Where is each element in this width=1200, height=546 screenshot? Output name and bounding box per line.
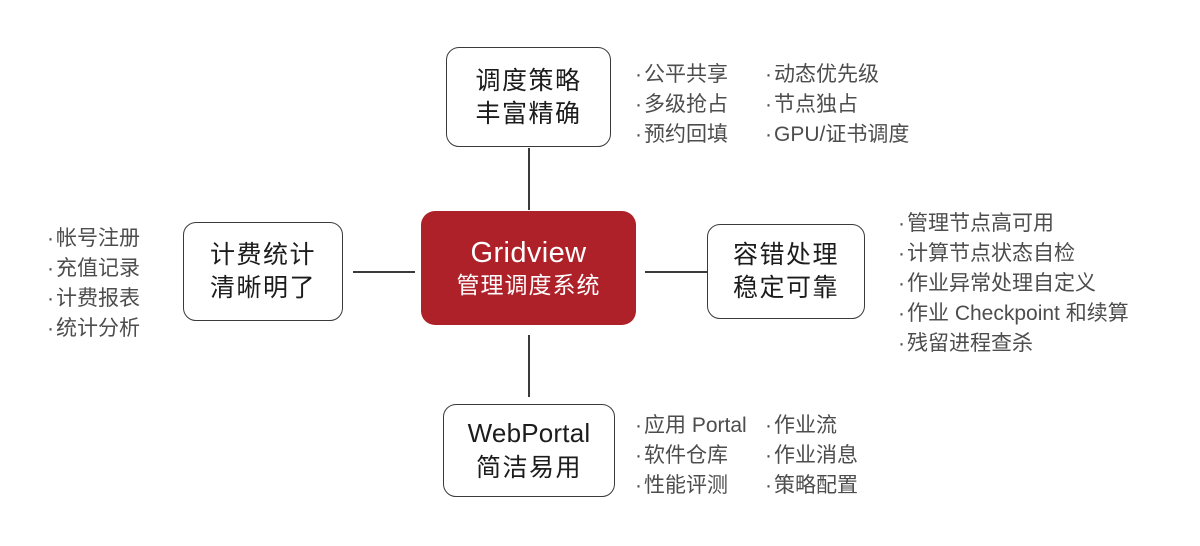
list-item-label: 节点独占 — [774, 93, 858, 116]
node-gridview-subtitle: 管理调度系统 — [456, 272, 601, 299]
list-item: ·公平共享 — [635, 60, 765, 90]
bullet-dot-icon: · — [898, 242, 905, 265]
connector-center-to-top — [528, 148, 530, 210]
list-item-label: 残留进程查杀 — [907, 332, 1033, 355]
bullets-fault-tolerance: ·管理节点高可用 ·计算节点状态自检 ·作业异常处理自定义 ·作业 Checkp… — [898, 209, 1129, 359]
bullets-scheduling-policy-col2: ·动态优先级 ·节点独占 ·GPU/证书调度 — [765, 60, 909, 150]
node-fault-tolerance-line1: 容错处理 — [732, 241, 839, 269]
bullet-dot-icon: · — [47, 287, 54, 310]
list-item: ·软件仓库 — [635, 441, 765, 471]
bullets-billing-statistics: ·帐号注册 ·充值记录 ·计费报表 ·统计分析 — [47, 224, 140, 344]
list-item-label: 作业 Checkpoint 和续算 — [907, 302, 1129, 325]
bullet-dot-icon: · — [765, 93, 772, 116]
bullet-dot-icon: · — [635, 444, 642, 467]
list-item: ·统计分析 — [47, 314, 140, 344]
bullet-dot-icon: · — [765, 63, 772, 86]
bullet-dot-icon: · — [635, 93, 642, 116]
bullet-dot-icon: · — [47, 257, 54, 280]
list-item-label: 动态优先级 — [774, 63, 879, 86]
list-item-label: 管理节点高可用 — [907, 212, 1054, 235]
list-item-label: 软件仓库 — [644, 444, 728, 467]
node-webportal-line1: WebPortal — [467, 418, 591, 449]
list-item: ·作业流 — [765, 411, 858, 441]
list-item: ·管理节点高可用 — [898, 209, 1129, 239]
bullet-dot-icon: · — [765, 444, 772, 467]
bullets-webportal-col2: ·作业流 ·作业消息 ·策略配置 — [765, 411, 858, 501]
connector-center-to-bottom — [528, 335, 530, 397]
list-item: ·应用 Portal — [635, 411, 765, 441]
list-item: ·动态优先级 — [765, 60, 909, 90]
list-item: ·作业异常处理自定义 — [898, 269, 1129, 299]
list-item-label: 充值记录 — [56, 257, 140, 280]
list-item-label: 统计分析 — [56, 317, 140, 340]
list-item: ·计费报表 — [47, 284, 140, 314]
list-item-label: 作业流 — [774, 414, 837, 437]
list-item: ·节点独占 — [765, 90, 909, 120]
node-fault-tolerance-line2: 稳定可靠 — [732, 274, 839, 302]
bullet-dot-icon: · — [898, 272, 905, 295]
bullet-dot-icon: · — [635, 414, 642, 437]
list-item: ·作业消息 — [765, 441, 858, 471]
list-item-label: GPU/证书调度 — [774, 123, 910, 146]
list-item-label: 性能评测 — [644, 474, 728, 497]
node-gridview-title: Gridview — [470, 236, 587, 269]
list-item: ·多级抢占 — [635, 90, 765, 120]
list-item-label: 作业异常处理自定义 — [907, 272, 1096, 295]
list-item-label: 策略配置 — [774, 474, 858, 497]
bullet-dot-icon: · — [898, 212, 905, 235]
node-scheduling-policy[interactable]: 调度策略 丰富精确 — [446, 47, 611, 147]
bullets-webportal-col1: ·应用 Portal ·软件仓库 ·性能评测 — [635, 411, 765, 501]
bullet-dot-icon: · — [765, 474, 772, 497]
node-scheduling-policy-line2: 丰富精确 — [475, 99, 582, 128]
node-billing-statistics-line2: 清晰明了 — [209, 274, 316, 302]
node-webportal[interactable]: WebPortal 简洁易用 — [443, 404, 615, 497]
bullet-dot-icon: · — [898, 302, 905, 325]
list-item: ·残留进程查杀 — [898, 329, 1129, 359]
node-fault-tolerance[interactable]: 容错处理 稳定可靠 — [707, 224, 865, 319]
bullet-dot-icon: · — [635, 63, 642, 86]
bullets-scheduling-policy-col1: ·公平共享 ·多级抢占 ·预约回填 — [635, 60, 765, 150]
node-scheduling-policy-line1: 调度策略 — [475, 66, 582, 95]
list-item-label: 帐号注册 — [56, 227, 140, 250]
list-item-label: 计算节点状态自检 — [907, 242, 1075, 265]
list-item-label: 作业消息 — [774, 444, 858, 467]
list-item: ·作业 Checkpoint 和续算 — [898, 299, 1129, 329]
node-billing-statistics-line1: 计费统计 — [209, 241, 316, 269]
list-item: ·计算节点状态自检 — [898, 239, 1129, 269]
list-item-label: 应用 Portal — [644, 414, 747, 437]
list-item-label: 预约回填 — [644, 123, 728, 146]
bullet-dot-icon: · — [765, 414, 772, 437]
bullet-dot-icon: · — [898, 332, 905, 355]
list-item-label: 计费报表 — [56, 287, 140, 310]
list-item: ·预约回填 — [635, 120, 765, 150]
bullet-dot-icon: · — [635, 123, 642, 146]
node-gridview-center[interactable]: Gridview 管理调度系统 — [421, 211, 636, 325]
list-item-label: 公平共享 — [644, 63, 728, 86]
node-billing-statistics[interactable]: 计费统计 清晰明了 — [183, 222, 343, 321]
bullet-dot-icon: · — [765, 123, 772, 146]
connector-center-to-left — [353, 271, 415, 273]
bullets-webportal: ·应用 Portal ·软件仓库 ·性能评测 ·作业流 ·作业消息 ·策略配置 — [635, 411, 858, 501]
bullets-scheduling-policy: ·公平共享 ·多级抢占 ·预约回填 ·动态优先级 ·节点独占 ·GPU/证书调度 — [635, 60, 909, 150]
bullet-dot-icon: · — [635, 474, 642, 497]
node-webportal-line2: 简洁易用 — [475, 453, 582, 482]
list-item: ·策略配置 — [765, 471, 858, 501]
list-item: ·充值记录 — [47, 254, 140, 284]
bullet-dot-icon: · — [47, 317, 54, 340]
list-item: ·GPU/证书调度 — [765, 120, 909, 150]
list-item: ·帐号注册 — [47, 224, 140, 254]
connector-center-to-right — [645, 271, 707, 273]
list-item-label: 多级抢占 — [644, 93, 728, 116]
list-item: ·性能评测 — [635, 471, 765, 501]
bullet-dot-icon: · — [47, 227, 54, 250]
